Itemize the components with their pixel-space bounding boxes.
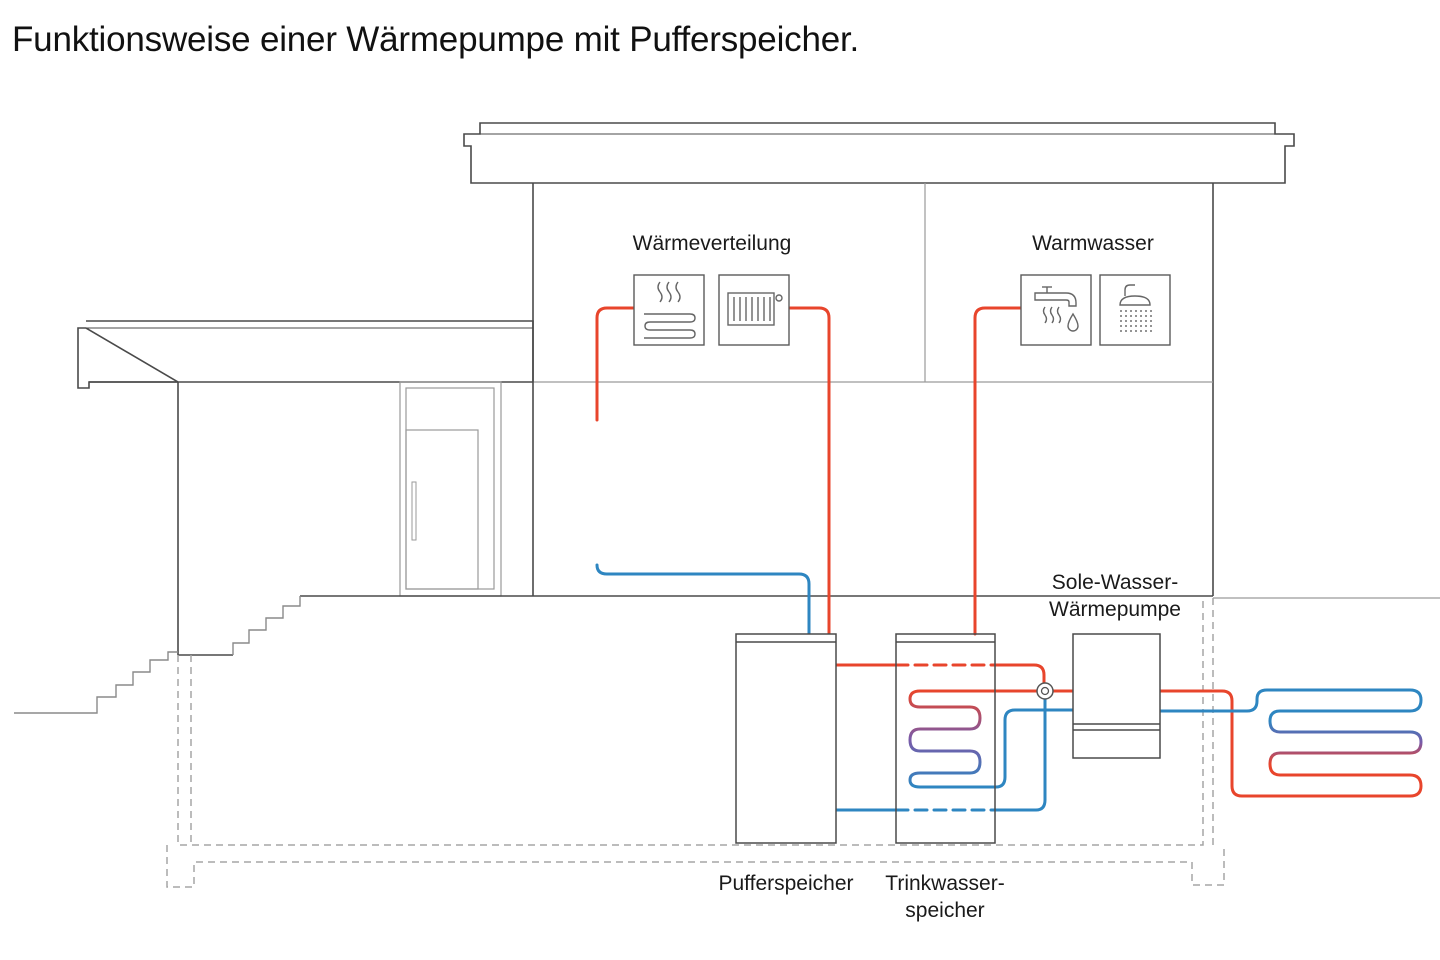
label-hot-water: Warmwasser [1032,232,1154,255]
label-dhw-tank-line1: Trinkwasser- [885,872,1005,895]
page-title: Funktionsweise einer Wärmepumpe mit Puff… [12,20,860,59]
basement-outline [166,598,1225,888]
collector-return [1158,688,1423,723]
heating-supply-pipe [788,306,831,636]
heat-pump [1072,633,1161,759]
collector-supply [1158,689,1423,798]
upper-roof [463,122,1295,184]
buffer-tank [735,633,837,844]
hot-water-pipe [973,306,1023,636]
shower-icon [1099,274,1171,346]
door-outer [405,387,495,590]
label-dhw-tank-line2: speicher [905,899,985,922]
floor-heating-icon [633,274,705,346]
valve-to-coil [908,689,1038,789]
lower-roof [77,320,534,389]
door-leaf [405,429,479,590]
door-handle [411,481,417,541]
label-heat-pump-line2: Wärmepumpe [1049,598,1181,621]
tap-icon [1020,274,1092,346]
label-heat-pump-line1: Sole-Wasser- [1051,571,1179,594]
mixing-valve-icon [1036,682,1054,700]
heating-return-pipe-bottom [595,563,811,636]
pipes [595,306,1423,812]
radiator-icon [718,274,790,346]
label-buffer-tank: Pufferspeicher [718,872,854,895]
terrain-steps [14,596,301,714]
dhw-hot-line [993,663,1046,686]
label-heat-distribution: Wärmeverteilung [632,232,792,255]
dhw-cold-line [993,696,1047,812]
label-dhw-tank: Trinkwasser- speicher [870,870,1020,924]
coil-return-line [993,708,1075,789]
label-heat-pump: Sole-Wasser- Wärmepumpe [1025,569,1205,623]
heating-return-pipe-top [595,306,636,422]
collector-loops [1268,719,1423,766]
door-frame [399,381,502,597]
equipment [735,633,1161,844]
house [77,122,1440,656]
dhw-tank [895,633,996,844]
